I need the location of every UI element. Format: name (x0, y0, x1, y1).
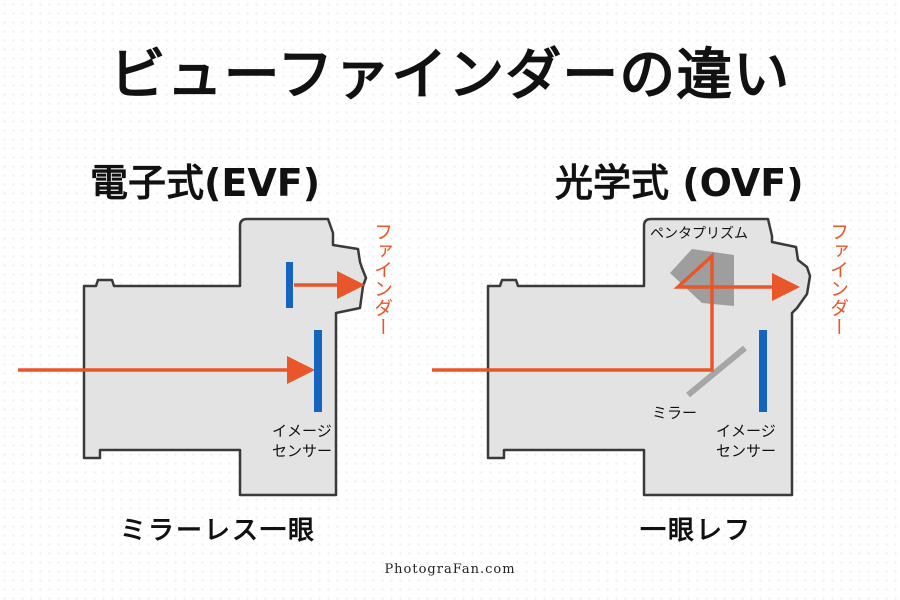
evf-sensor-label-line1: イメージ (272, 422, 332, 440)
ovf-prism-label: ペンタプリズム (650, 226, 748, 242)
ovf-pentaprism (670, 249, 734, 306)
site-credit: PhotograFan.com (384, 562, 516, 577)
ovf-sensor-label-line2: センサー (716, 442, 776, 460)
evf-camera: ファインダー イメージ センサー (18, 217, 393, 497)
ovf-light-path (432, 252, 800, 372)
ovf-image-sensor (759, 330, 767, 412)
evf-camera-body (82, 217, 368, 497)
ovf-sensor-label-line1: イメージ (716, 422, 776, 440)
ovf-mirror (686, 345, 747, 398)
ovf-caption: 一眼レフ (640, 516, 753, 546)
evf-caption: ミラーレス一眼 (120, 516, 317, 546)
ovf-heading: 光学式 (OVF) (555, 161, 804, 205)
page-title: ビューファインダーの違い (109, 43, 791, 108)
ovf-mirror-label: ミラー (652, 404, 697, 422)
evf-finder-label: ファインダー (371, 222, 393, 336)
evf-image-sensor (314, 330, 322, 412)
evf-heading: 電子式(EVF) (90, 161, 321, 205)
ovf-camera: ペンタプリズム ファインダー ミラー イメージ センサー (432, 217, 849, 497)
evf-electronic-display (286, 262, 293, 308)
ovf-finder-label: ファインダー (827, 222, 849, 336)
evf-sensor-label-line2: センサー (272, 442, 332, 460)
